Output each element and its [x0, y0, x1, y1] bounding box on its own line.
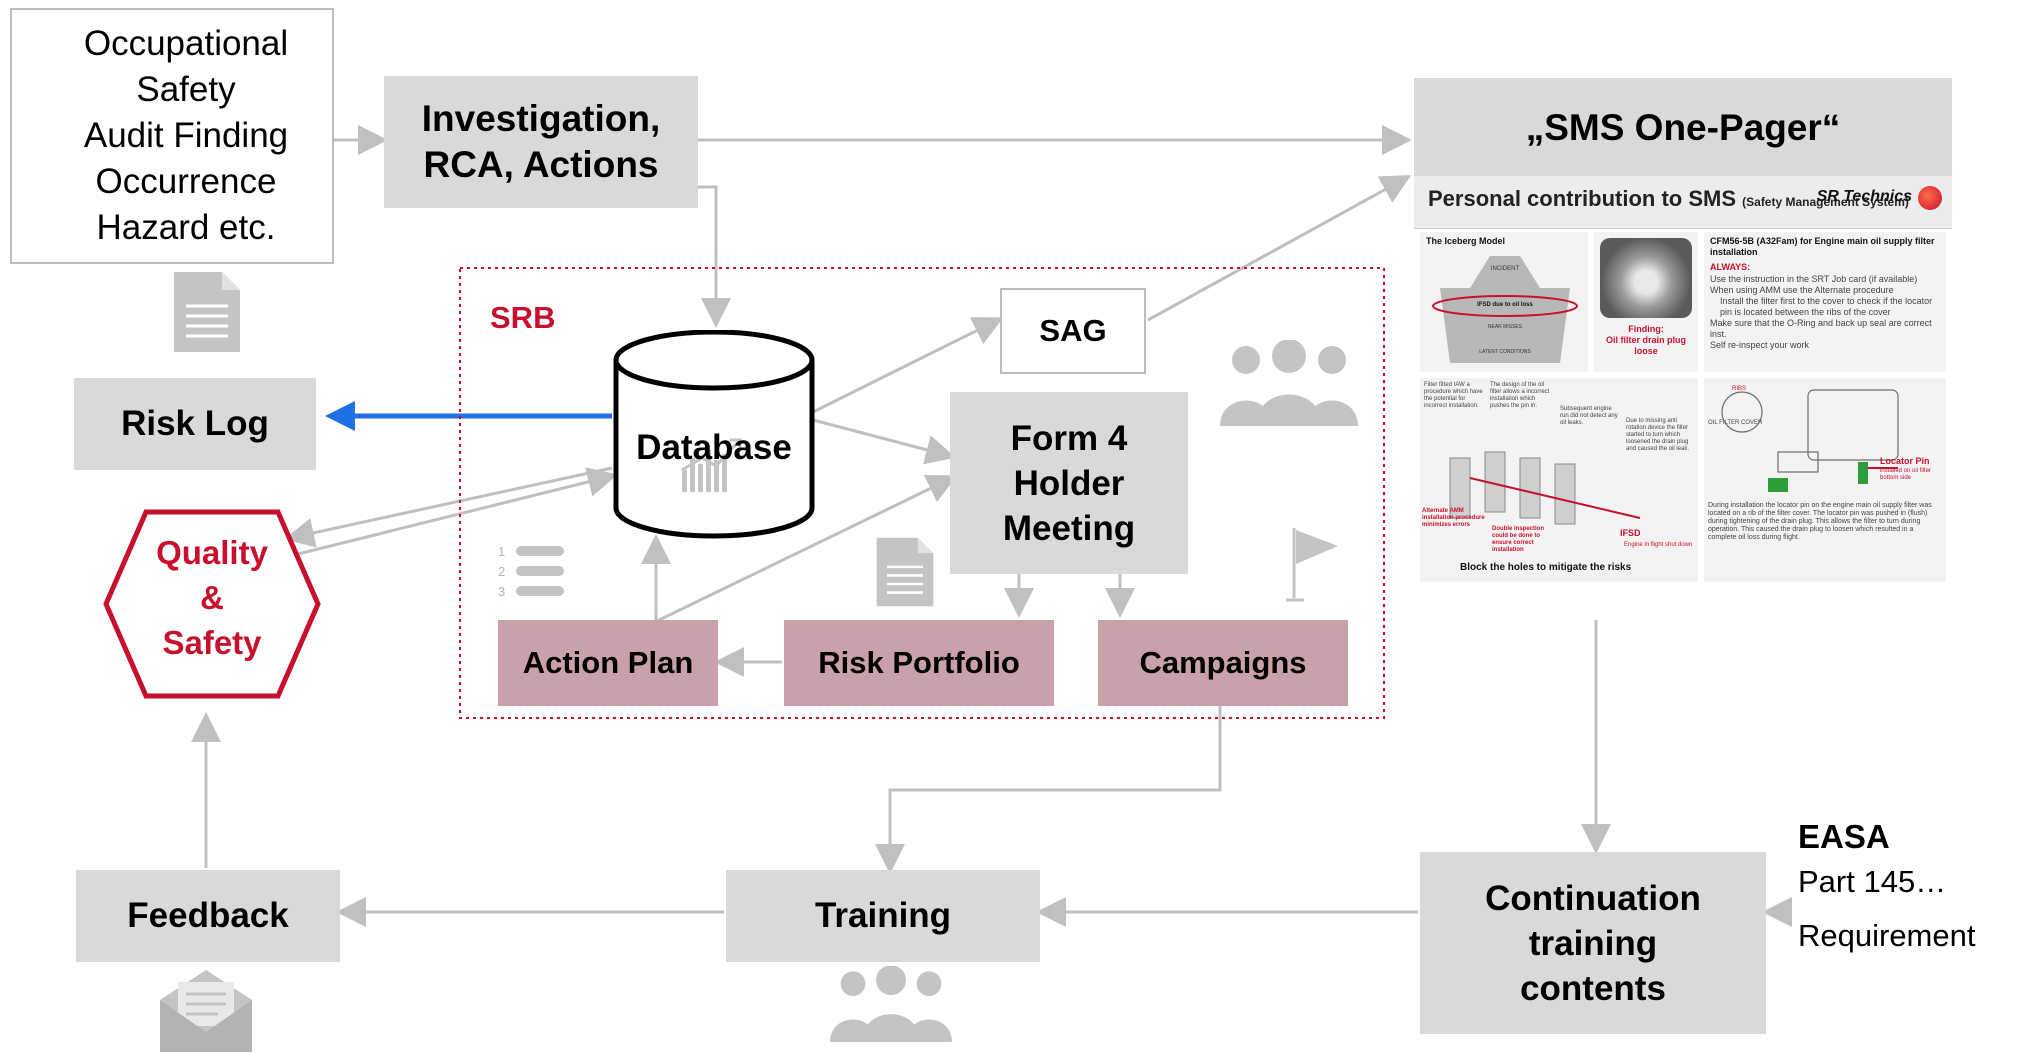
- filter-mechanism-panel: Filter fitted IAW a procedure which have…: [1420, 378, 1698, 582]
- sag-box: SAG: [1000, 288, 1146, 374]
- feedback-box: Feedback: [76, 870, 340, 962]
- svg-text:NEAR MISSES: NEAR MISSES: [1488, 324, 1523, 330]
- campaigns-box: Campaigns: [1098, 620, 1348, 706]
- arrow-database-to-form4: [812, 418, 956, 465]
- database-label: Database: [636, 428, 792, 467]
- arrow-database-to-quality: [284, 466, 613, 548]
- quality-safety-hexagon: [103, 509, 321, 699]
- flag-icon: [1286, 528, 1338, 602]
- one-pager-title: Personal contribution to SMS (Safety Man…: [1428, 186, 1909, 211]
- envelope-letter-icon: [160, 970, 252, 1052]
- always-list: Use the instruction in the SRT Job card …: [1710, 274, 1933, 350]
- engine-photo: [1600, 238, 1692, 318]
- svg-text:IFSD due to oil loss: IFSD due to oil loss: [1477, 302, 1533, 308]
- document-icon: [174, 272, 240, 352]
- arrow-database-to-sag: [812, 317, 1004, 414]
- procedure-panel: CFM56-5B (A32Fam) for Engine main oil su…: [1704, 232, 1946, 372]
- arrow-sag-to-onepager: [1147, 175, 1412, 322]
- arrow-campaigns-to-training: [875, 706, 1222, 874]
- sources-box: Occupational Safety Audit Finding Occurr…: [10, 8, 334, 264]
- investigation-box: Investigation, RCA, Actions: [384, 76, 698, 208]
- svg-text:INCIDENT: INCIDENT: [1491, 266, 1520, 272]
- easa-requirement: Requirement: [1798, 918, 1976, 953]
- srb-label: SRB: [490, 300, 556, 335]
- locator-pin-drawing-icon: [1721, 389, 1899, 492]
- easa-part: Part 145…: [1798, 864, 1947, 899]
- easa-title: EASA: [1798, 818, 1890, 855]
- one-pager-title-bar: Personal contribution to SMS (Safety Man…: [1414, 176, 1952, 229]
- brand-logo-icon: [1918, 186, 1942, 210]
- arrow-actionplan-to-form4: [654, 474, 958, 624]
- quality-safety-label: Quality & Safety: [156, 534, 268, 661]
- numbered-list-icon: 1 2 3: [498, 544, 564, 599]
- one-pager-header: „SMS One-Pager“: [1414, 78, 1952, 178]
- continuation-training-box: Continuation training contents: [1420, 852, 1766, 1034]
- brand-name: SR Technics: [1816, 188, 1912, 205]
- report-document-icon: [876, 537, 934, 607]
- one-pager-document: Personal contribution to SMS (Safety Man…: [1414, 176, 1952, 588]
- srb-region: [459, 267, 1385, 719]
- trainees-group-icon: [830, 966, 952, 1042]
- svg-text:2: 2: [498, 564, 505, 579]
- engine-photo-panel: Finding: Oil filter drain plug loose: [1594, 232, 1698, 372]
- arrow-investigation-to-database: [698, 185, 731, 328]
- filter-diagram-icon: [1449, 451, 1641, 525]
- database-cylinder: [613, 330, 815, 539]
- svg-text:1: 1: [498, 544, 505, 559]
- action-plan-box: Action Plan: [498, 620, 718, 706]
- risk-log-box: Risk Log: [74, 378, 316, 470]
- svg-text:LATENT CONDITIONS: LATENT CONDITIONS: [1479, 349, 1531, 355]
- training-box: Training: [726, 870, 1040, 962]
- form4-holder-meeting-box: Form 4 Holder Meeting: [950, 392, 1188, 574]
- arrow-quality-to-database: [289, 467, 618, 558]
- risk-portfolio-box: Risk Portfolio: [784, 620, 1054, 706]
- svg-text:3: 3: [498, 584, 505, 599]
- locator-pin-panel: Locator Pin installed on oil filter bott…: [1704, 378, 1946, 582]
- database-chart-icon: [682, 450, 727, 492]
- iceberg-panel: The Iceberg Model INCIDENT IFSD due to o…: [1420, 232, 1588, 372]
- iceberg-icon: INCIDENT IFSD due to oil loss NEAR MISSE…: [1432, 256, 1578, 363]
- people-group-icon: [1220, 340, 1358, 426]
